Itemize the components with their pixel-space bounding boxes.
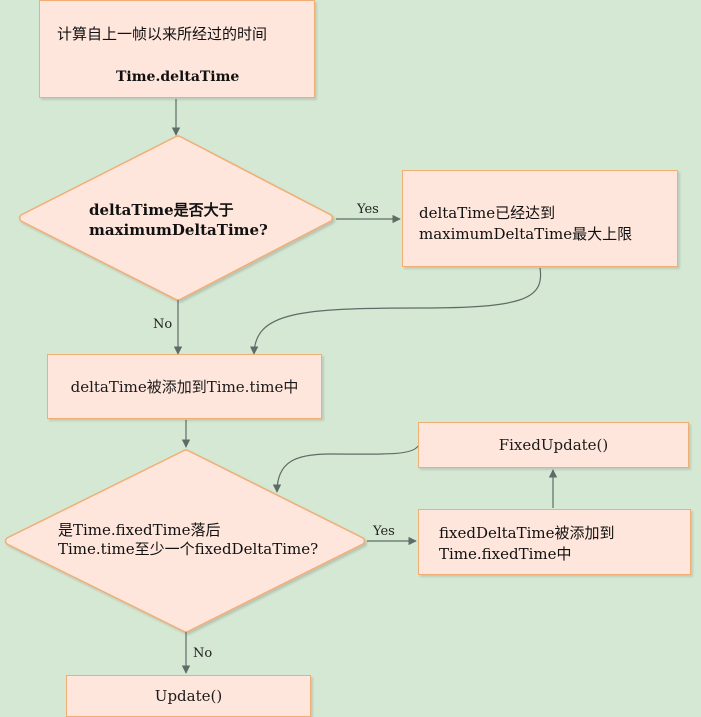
clamp-node: deltaTime已经达到 maximumDeltaTime最大上限 bbox=[402, 170, 678, 267]
decision2-text-line2: Time.time至少一个fixedDeltaTime? bbox=[58, 540, 319, 558]
decision1-text-line2: maximumDeltaTime? bbox=[89, 221, 268, 239]
start-node-subtitle: Time.deltaTime bbox=[116, 69, 240, 85]
clamp-node-line1: deltaTime已经达到 bbox=[419, 204, 556, 222]
edge-label-d2-yes: Yes bbox=[373, 524, 395, 539]
decision2-diamond bbox=[4, 449, 366, 633]
decision1-diamond bbox=[18, 135, 334, 301]
update-node: Update() bbox=[66, 675, 311, 717]
fixed-update-node: FixedUpdate() bbox=[418, 422, 689, 468]
start-node: 计算自上一帧以来所经过的时间 Time.deltaTime bbox=[39, 0, 315, 98]
update-label: Update() bbox=[154, 687, 223, 705]
fixed-add-node: fixedDeltaTime被添加到 Time.fixedTime中 bbox=[418, 509, 691, 575]
decision2-text-line1: 是Time.fixedTime落后 bbox=[58, 521, 221, 539]
decision1-text-line1: deltaTime是否大于 bbox=[89, 201, 234, 219]
arrow-fixedupdate-to-decision2 bbox=[272, 445, 419, 493]
clamp-node-line2: maximumDeltaTime最大上限 bbox=[419, 225, 633, 243]
add-time-node-label: deltaTime被添加到Time.time中 bbox=[70, 378, 299, 396]
start-node-title: 计算自上一帧以来所经过的时间 bbox=[57, 25, 268, 43]
add-time-node: deltaTime被添加到Time.time中 bbox=[47, 354, 322, 419]
fixed-add-line1: fixedDeltaTime被添加到 bbox=[439, 524, 615, 542]
fixed-add-line2: Time.fixedTime中 bbox=[439, 545, 572, 563]
edge-label-d1-yes: Yes bbox=[357, 202, 379, 217]
arrow-clamp-to-add bbox=[249, 267, 542, 355]
fixed-update-label: FixedUpdate() bbox=[498, 436, 609, 454]
edge-label-d2-no: No bbox=[193, 646, 213, 661]
edge-label-d1-no: No bbox=[153, 317, 173, 332]
